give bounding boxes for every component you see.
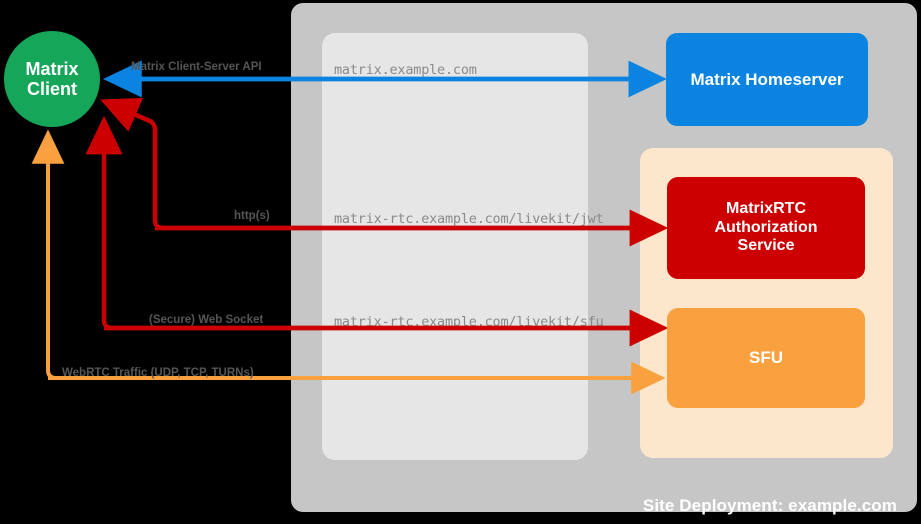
- flow-label-matrix-client-server-api: Matrix Client-Server API: [131, 61, 262, 73]
- node-sfu-label: SFU: [749, 348, 783, 368]
- node-matrix-client[interactable]: Matrix Client: [4, 31, 100, 127]
- node-matrix-homeserver[interactable]: Matrix Homeserver: [666, 33, 868, 126]
- flow-label-webrtc-traffic: WebRTC Traffic (UDP, TCP, TURNs): [62, 367, 254, 379]
- node-matrix-homeserver-label: Matrix Homeserver: [690, 69, 844, 89]
- flow-webrtc-traffic: [31, 129, 666, 395]
- flow-label-secure-web-socket: (Secure) Web Socket: [149, 314, 264, 326]
- flow-label-https: http(s): [234, 210, 270, 222]
- node-auth-label-line3: Service: [737, 237, 795, 255]
- site-deployment-label: Site Deployment: example.com: [642, 496, 897, 515]
- endpoint-url-livekit-jwt: matrix-rtc.example.com/livekit/jwt: [334, 211, 604, 227]
- node-auth-label-line1: MatrixRTC: [725, 200, 806, 218]
- endpoint-url-homeserver: matrix.example.com: [334, 62, 477, 78]
- node-auth-label-line2: Authorization: [714, 218, 818, 236]
- node-sfu[interactable]: SFU: [667, 308, 865, 408]
- web-endpoint-routing-container: [322, 33, 588, 460]
- flow-secure-web-socket: [85, 115, 669, 347]
- node-matrix-client-label-line1: Matrix: [25, 58, 79, 79]
- flow-https: [100, 97, 669, 247]
- node-matrix-client-label-line2: Client: [26, 79, 77, 99]
- node-matrixrtc-authorization-service[interactable]: MatrixRTC Authorization Service: [667, 177, 865, 279]
